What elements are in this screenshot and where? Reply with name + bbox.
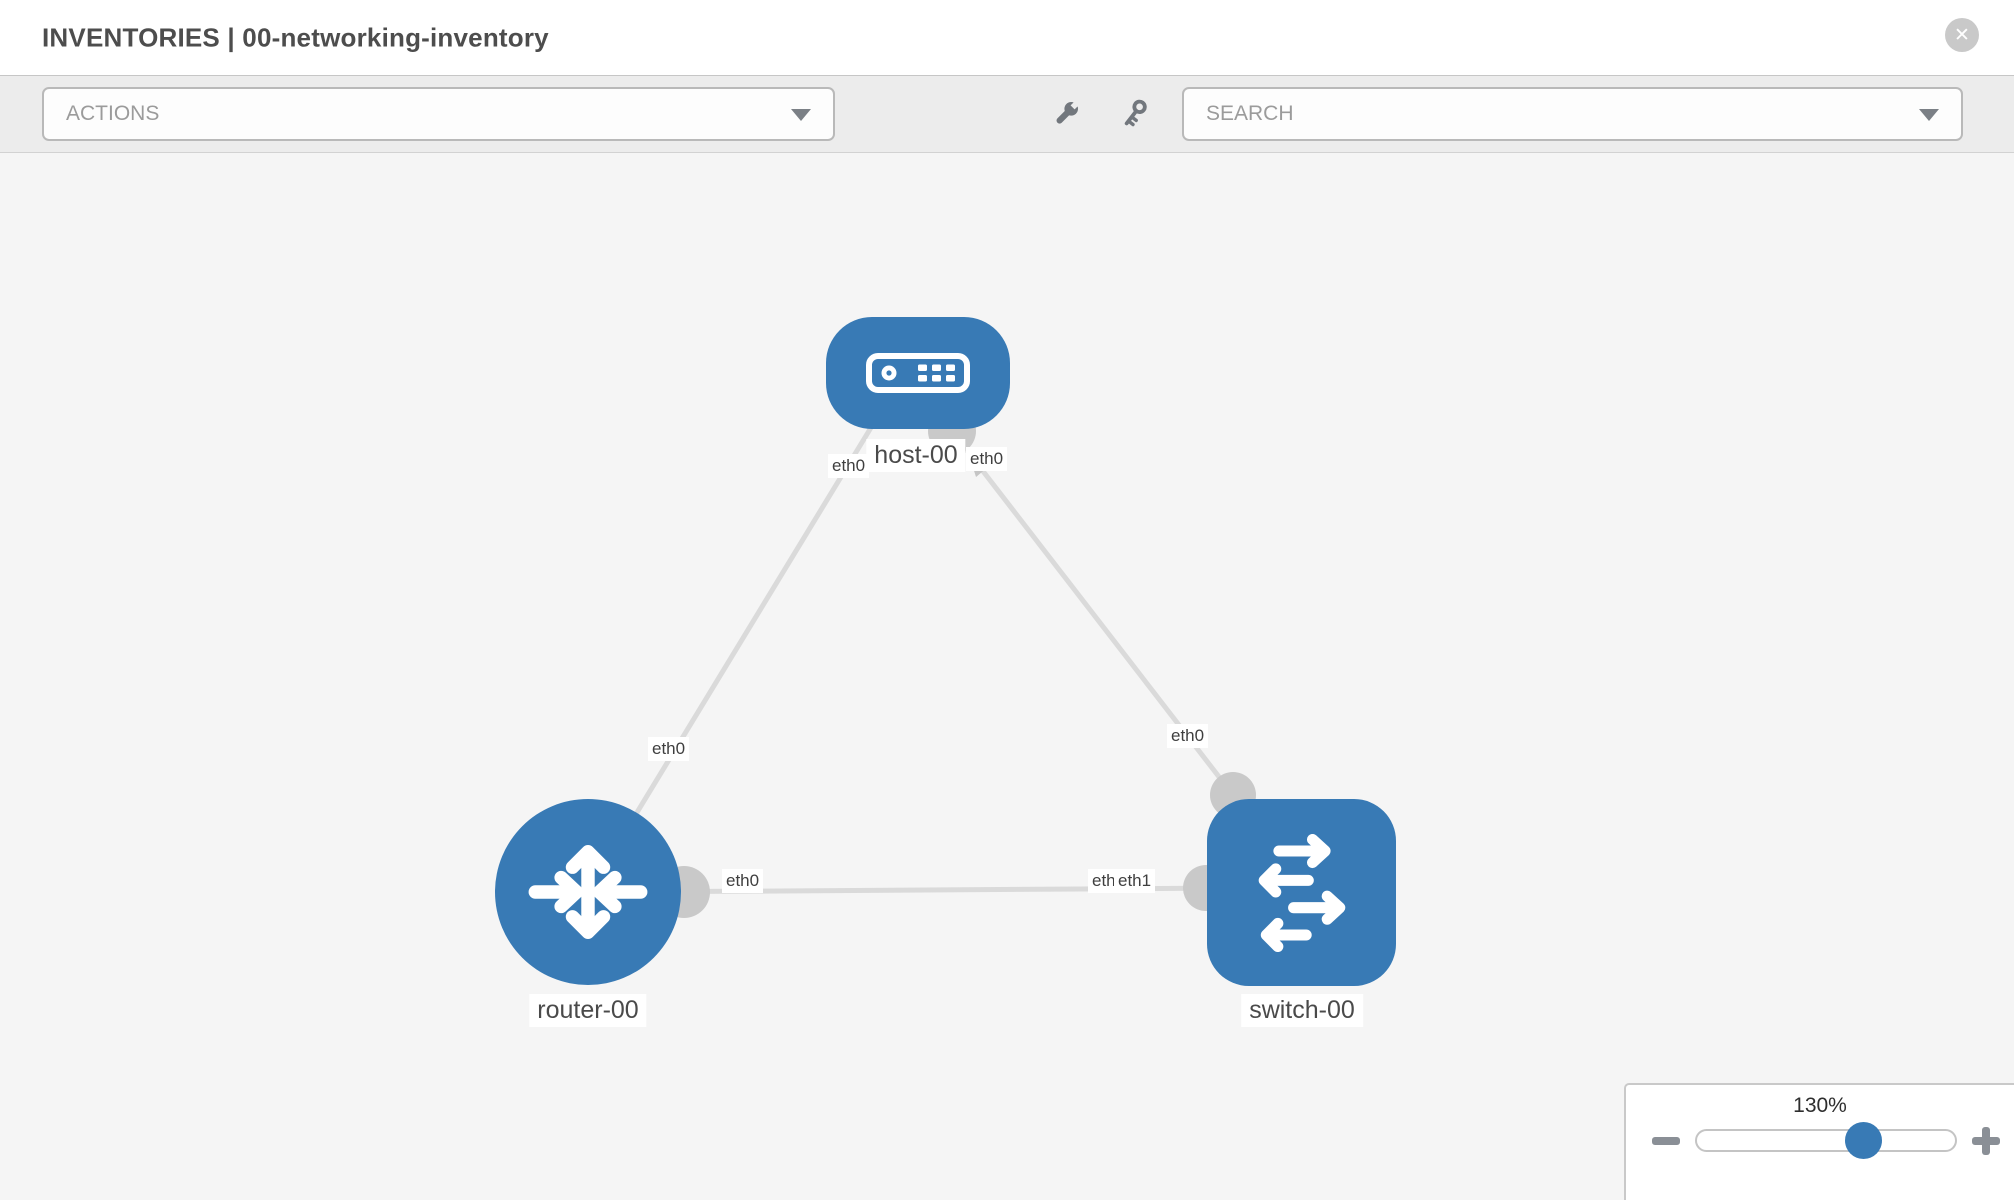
topology-canvas[interactable]: host-00 router-00 switch-00 eth0 eth0 et… (0, 153, 2014, 1200)
header: INVENTORIES | 00-networking-inventory ✕ (0, 0, 2014, 75)
zoom-control-panel: 130% (1624, 1083, 2014, 1200)
zoom-out-button minus-icon[interactable] (1652, 1137, 1680, 1145)
topology-links-layer (585, 407, 1256, 918)
host-icon (866, 353, 970, 393)
node-label-switch: switch-00 (1241, 994, 1363, 1027)
actions-dropdown-label: ACTIONS (66, 102, 160, 125)
node-label-router: router-00 (529, 994, 647, 1027)
zoom-slider-track[interactable] (1695, 1129, 1957, 1152)
iface-label: eth0 (648, 737, 690, 761)
actions-dropdown[interactable]: ACTIONS (42, 87, 835, 141)
zoom-in-button plus-icon[interactable] (1972, 1127, 2000, 1155)
zoom-slider-thumb[interactable] (1845, 1122, 1882, 1159)
node-switch-00[interactable] (1207, 799, 1396, 986)
node-router-00[interactable] (495, 799, 681, 985)
zoom-level-readout: 130% (1793, 1094, 1847, 1117)
close-icon: ✕ (1954, 24, 1970, 46)
iface-label: eth0 (828, 454, 870, 478)
chevron-down-icon (1919, 109, 1939, 121)
iface-label: eth0 (1167, 724, 1209, 748)
node-host-00[interactable] (826, 317, 1010, 429)
page-title: INVENTORIES | 00-networking-inventory (42, 22, 549, 52)
toolbar: ACTIONS SEARCH (0, 75, 2014, 153)
key-icon (1124, 99, 1147, 127)
chevron-down-icon (791, 109, 811, 121)
iface-label: eth1 (1114, 869, 1156, 893)
node-label-host: host-00 (866, 439, 966, 472)
configure-button[interactable] (1049, 97, 1083, 131)
search-dropdown[interactable]: SEARCH (1182, 87, 1963, 141)
credentials-button[interactable] (1117, 97, 1151, 131)
search-dropdown-label: SEARCH (1206, 102, 1294, 125)
iface-label: eth0 (966, 447, 1008, 471)
close-button[interactable]: ✕ (1945, 18, 1979, 52)
iface-label: eth0 (722, 869, 764, 893)
router-icon (528, 844, 648, 940)
wrench-icon (1056, 100, 1080, 124)
switch-icon (1258, 833, 1345, 952)
